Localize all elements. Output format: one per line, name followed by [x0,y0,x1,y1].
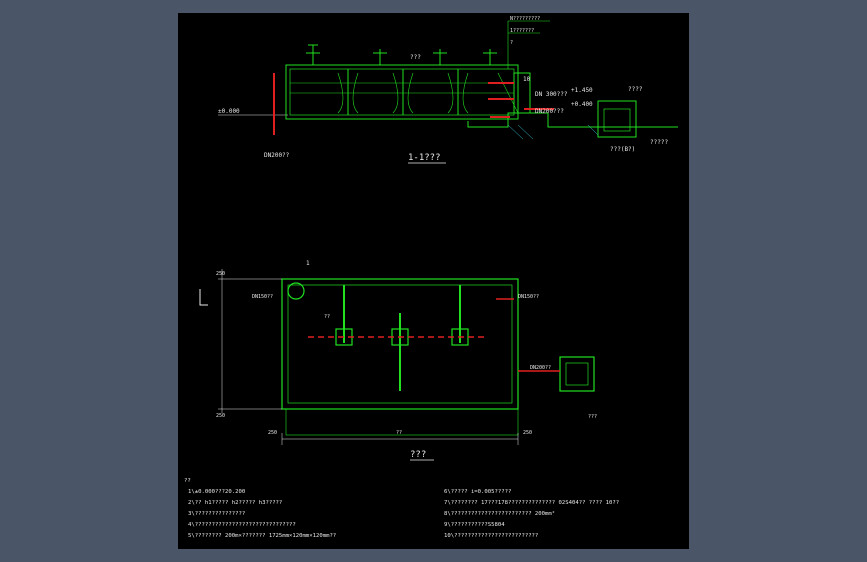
elevation-0000: ±0.000 [218,108,240,115]
plan-dn200: DN200?? [530,365,551,371]
note-1: 1\±0.000???20.200 [188,489,245,495]
plan-inner-label: ?? [324,314,330,320]
vent-fixtures [306,44,497,65]
well-label: ???(B?) [610,146,635,153]
section-mid-label: ??? [410,54,421,61]
tag-10: 10 [523,76,531,83]
notes-title: ?? [184,478,191,484]
section-top-note-1: N????????? [510,16,540,22]
pipe-dn200-right: DN200??? [535,108,564,115]
note-9: 9\???????????S5804 [444,522,505,528]
section-pipes [273,73,554,135]
dim-mid: ?? [396,430,402,436]
dimension-lines [199,269,519,445]
note-8: 8\???????????????????????? 200mm² [444,510,555,517]
section-top-note-2: 1??????? [510,28,534,34]
note-6: 6\????? i=0.005????? [444,489,511,495]
dim-left: 250 [268,430,277,436]
cad-drawing: N????????? 1??????? ? 10 DN 300??? +1.45… [184,16,678,539]
ground-hatch [507,124,599,140]
plan-title: ??? [410,450,426,460]
dim-vertical-1: 250 [216,271,225,277]
section-title: 1-1??? [408,153,441,163]
plan-well-tag: ??? [588,414,597,420]
note-7: 7\???????? 17???178?????????????? 02S404… [444,500,619,506]
note-10: 10\????????????????????????? [444,533,538,539]
note-4: 4\?????????????????????????????? [188,522,296,528]
plan-view [281,278,595,436]
drawing-sheet: N????????? 1??????? ? 10 DN 300??? +1.45… [178,13,689,549]
note-3: 3\??????????????? [188,511,245,517]
note-5: 5\???????? 200m×??????? 1725mm×120mm×120… [188,533,336,539]
elevation-1450: +1.450 [571,87,593,94]
plan-dn150-left: DN150?? [252,294,273,300]
pipe-dn300: DN 300??? [535,91,568,98]
outlet-label: ????? [650,139,668,146]
plan-tag-1: 1 [306,260,310,267]
section-view [218,20,678,138]
plan-pipes [308,298,560,372]
plan-dn150-right: DN150?? [518,294,539,300]
note-2: 2\?? h1????? h2????? h3????? [188,500,282,506]
dim-right: 250 [523,430,532,436]
dim-vertical-2: 250 [216,413,225,419]
pump-label: ???? [628,86,643,93]
section-top-note-3: ? [510,40,513,46]
pipe-dn200-left: DN200?? [264,152,290,159]
elevation-0400: +0.400 [571,101,593,108]
